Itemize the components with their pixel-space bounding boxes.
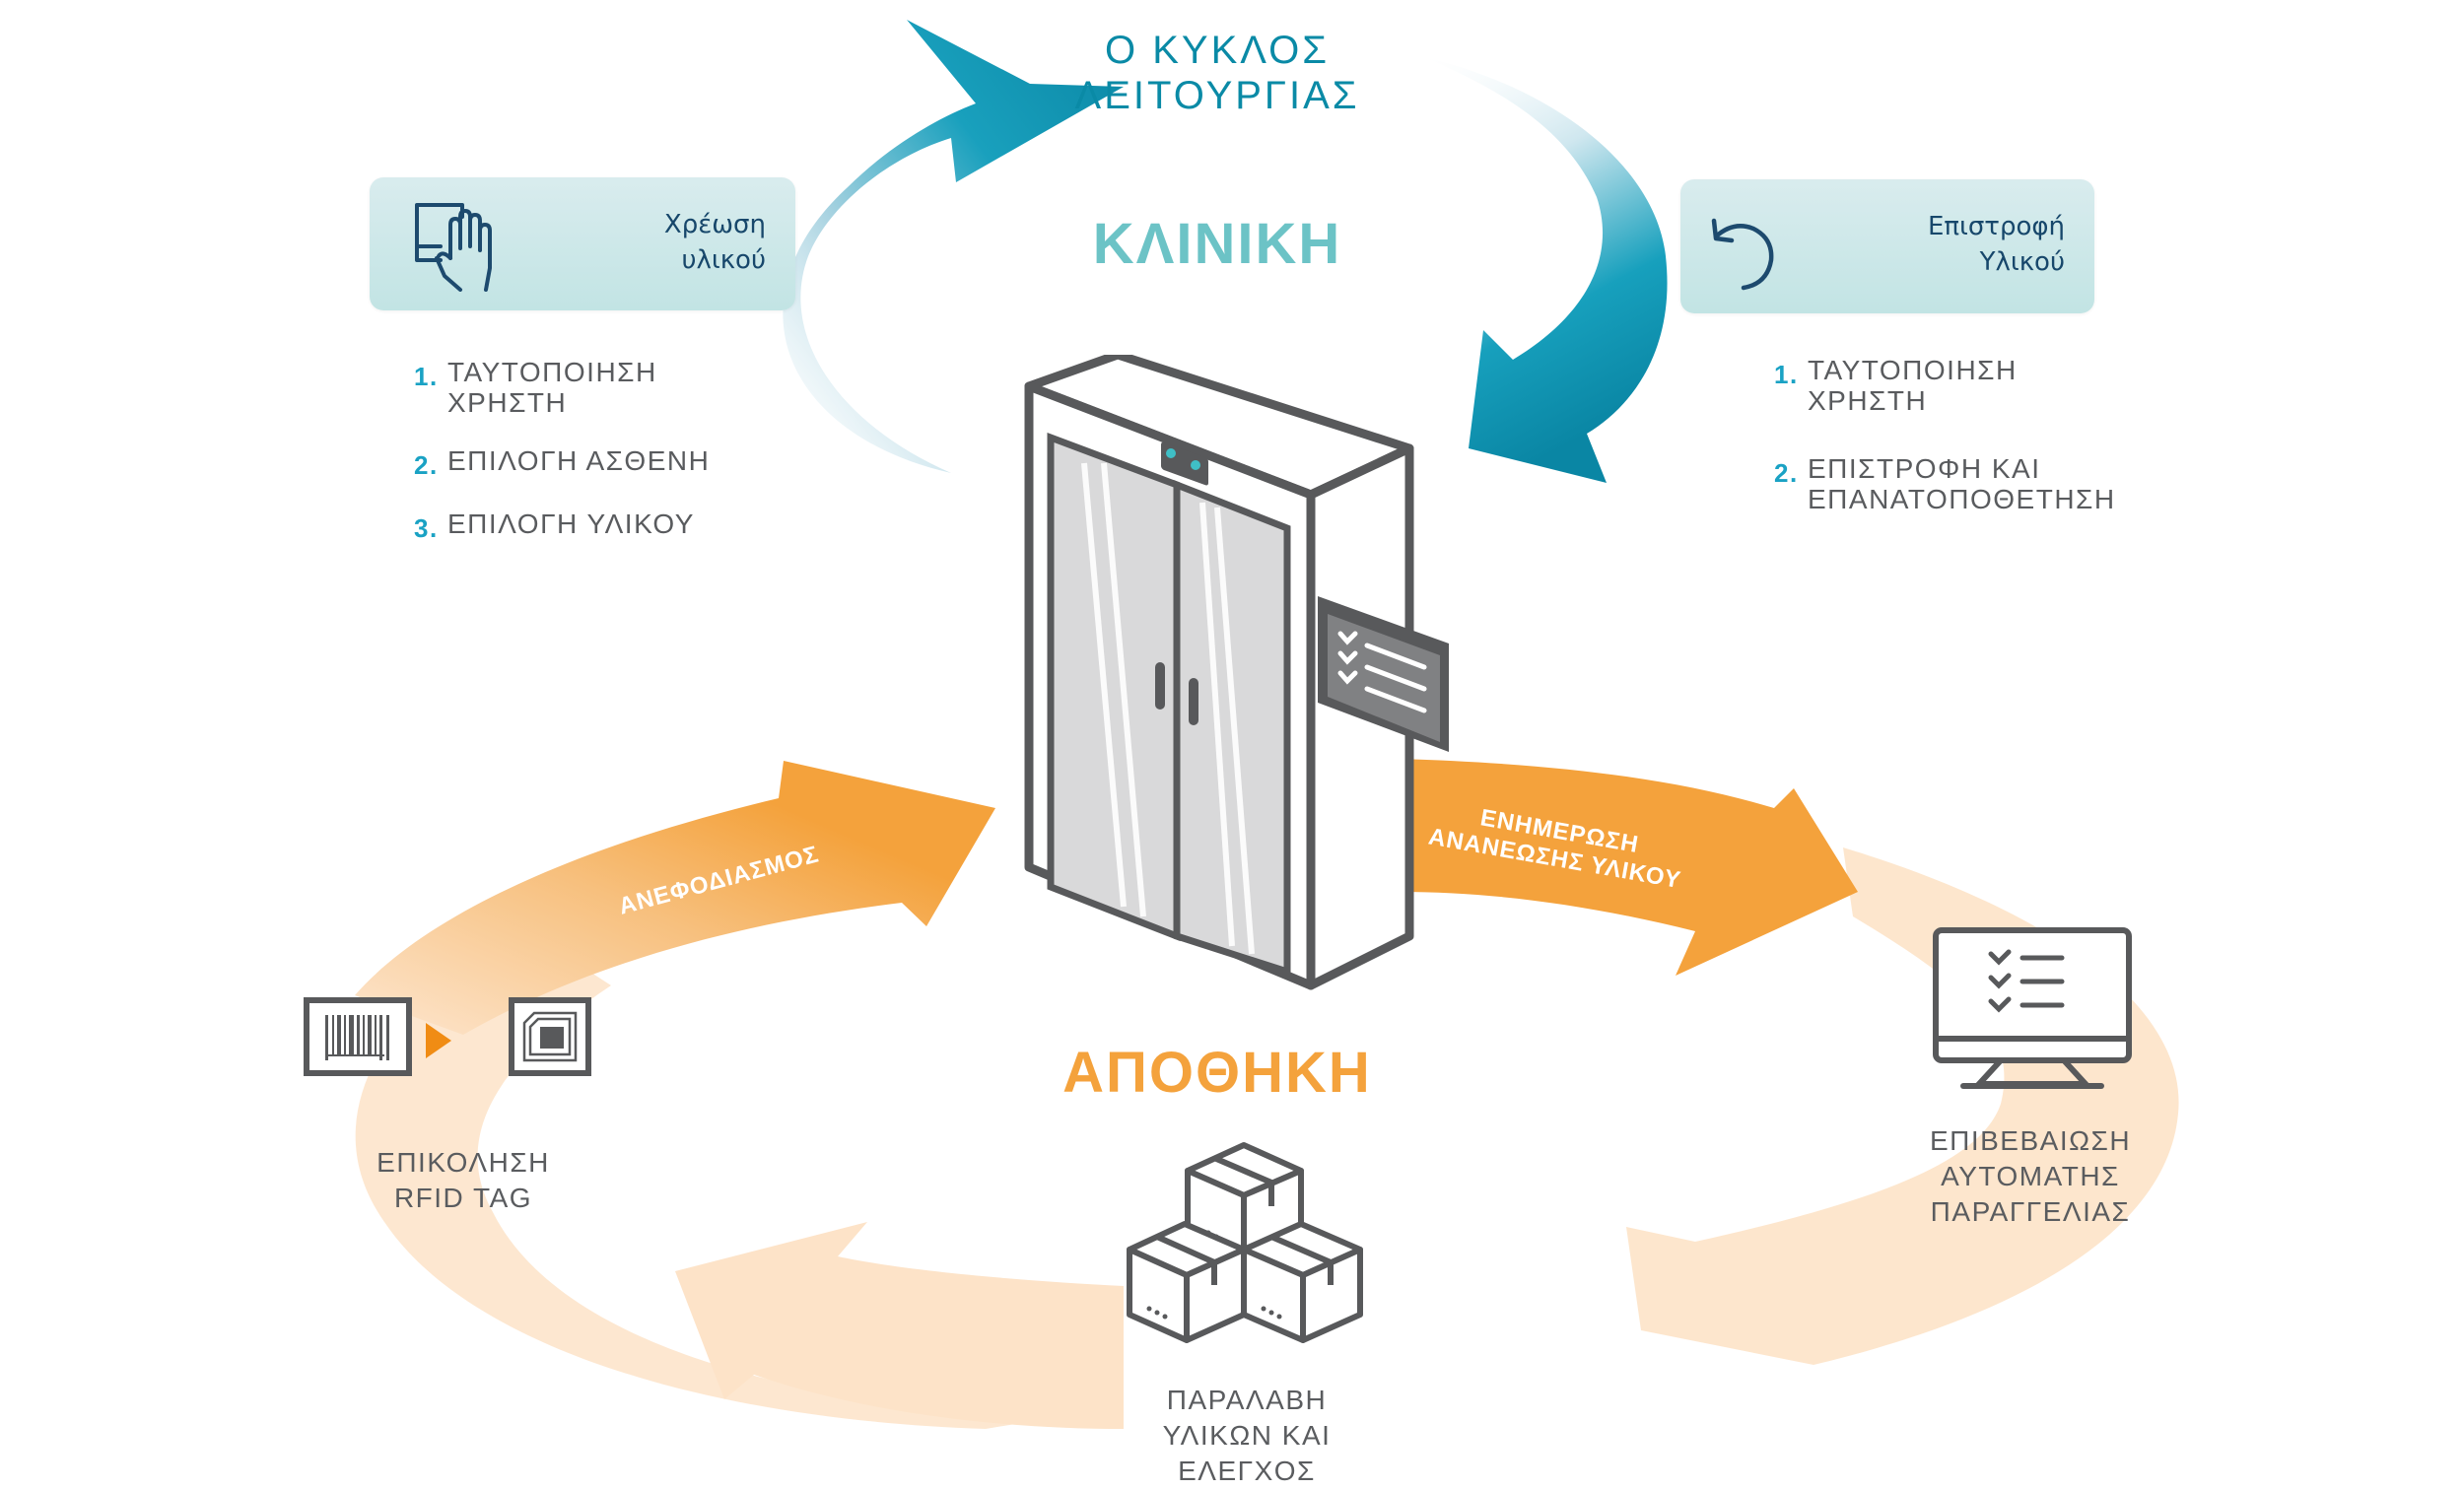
return-step: 1. ΤΑΥΤΟΠΟΙΗΣΗ ΧΡΗΣΤΗ [1774,355,2208,416]
card-return-label-line-2: Υλικού [1979,247,2065,277]
step-number: 2. [414,450,439,480]
step-number: 2. [1774,458,1799,488]
node-receive-and-check: ΠΑΡΑΛΑΒΗ ΥΛΙΚΩΝ ΚΑΙ ΕΛΕΓΧΟΣ [1084,1123,1409,1490]
node-rfid-tagging: ΕΠΙΚΟΛΗΣΗ RFID TAG [296,985,631,1232]
diagram-title: Ο ΚΥΚΛΟΣ ΛΕΙΤΟΥΡΓΙΑΣ [1015,28,1419,118]
step-text-line: ΤΑΥΤΟΠΟΙΗΣΗ [1808,355,2018,385]
step-number: 1. [414,362,439,391]
step-text-line: ΧΡΗΣΤΗ [1808,385,1928,416]
node-label-line: ΥΛΙΚΩΝ ΚΑΙ [1162,1420,1332,1451]
card-return-material: Επιστροφή Υλικού [1680,179,2094,313]
card-charge-label-line-2: υλικού [681,245,766,275]
barcode-icon [304,997,412,1076]
step-number: 1. [1774,360,1799,389]
node-confirm-auto-order: ΕΠΙΒΕΒΑΙΩΣΗ ΑΥΤΟΜΑΤΗΣ ΠΑΡΑΓΓΕΛΙΑΣ [1863,926,2198,1242]
checklist-icon [1318,596,1449,752]
smart-cabinet-icon [1024,355,1414,990]
receive-node-label: ΠΑΡΑΛΑΒΗ ΥΛΙΚΩΝ ΚΑΙ ΕΛΕΓΧΟΣ [1084,1383,1409,1489]
charge-step: 2. ΕΠΙΛΟΓΗ ΑΣΘΕΝΗ [414,445,828,481]
step-number: 3. [414,513,439,543]
node-label-line: ΑΥΤΟΜΑΤΗΣ [1941,1161,2120,1191]
teal-arrow-left [783,20,1124,473]
step-text-line: ΕΠΙΛΟΓΗ ΑΣΘΕΝΗ [447,445,711,476]
node-label-line: RFID TAG [393,1183,533,1213]
teal-arrow-right [1424,57,1668,483]
title-line-2: ΛΕΙΤΟΥΡΓΙΑΣ [1074,74,1360,117]
charge-step: 1. ΤΑΥΤΟΠΟΙΗΣΗ ΧΡΗΣΤΗ [414,357,828,418]
node-label-line: ΕΠΙΒΕΒΑΙΩΣΗ [1929,1125,2132,1156]
step-text-line: ΕΠΙΛΟΓΗ ΥΛΙΚΟΥ [447,508,695,539]
node-label-line: ΠΑΡΑΛΑΒΗ [1166,1385,1328,1415]
arrow-right-icon [426,1023,451,1058]
zone-label-warehouse: ΑΠΟΘΗΚΗ [1062,1041,1372,1105]
confirm-node-label: ΕΠΙΒΕΒΑΙΩΣΗ ΑΥΤΟΜΑΤΗΣ ΠΑΡΑΓΓΕΛΙΑΣ [1863,1123,2198,1230]
monitor-checklist-icon [1933,927,2132,1089]
node-label-line: ΕΛΕΓΧΟΣ [1178,1456,1316,1486]
step-text-line: ΤΑΥΤΟΠΟΙΗΣΗ [447,357,657,387]
rfid-tag-icon [509,997,591,1076]
step-text-line: ΕΠΑΝΑΤΟΠΟΘΕΤΗΣΗ [1808,484,2116,514]
orange-arrow-bottom-left [675,1222,1124,1429]
orange-arrow-resupply [355,761,995,1035]
step-text-line: ΕΠΙΣΤΡΟΦΗ ΚΑΙ [1808,453,2041,484]
zone-label-clinic: ΚΛΙΝΙΚΗ [1092,212,1342,276]
rfid-node-label: ΕΠΙΚΟΛΗΣΗ RFID TAG [296,1145,631,1216]
undo-arrow-icon [1711,218,1774,291]
title-line-1: Ο ΚΥΚΛΟΣ [1105,29,1330,72]
card-charge-material: Χρέωση υλικού [370,177,795,310]
card-return-label: Επιστροφή Υλικού [1928,209,2065,280]
orange-arrow-update [1400,759,1858,976]
card-return-label-line-1: Επιστροφή [1927,212,2065,241]
charge-step: 3. ΕΠΙΛΟΓΗ ΥΛΙΚΟΥ [414,508,828,544]
card-charge-label: Χρέωση υλικού [664,207,766,278]
card-charge-label-line-1: Χρέωση [663,210,766,239]
step-text-line: ΧΡΗΣΤΗ [447,387,568,418]
charge-steps-list: 1. ΤΑΥΤΟΠΟΙΗΣΗ ΧΡΗΣΤΗ 2. ΕΠΙΛΟΓΗ ΑΣΘΕΝΗ … [414,357,828,544]
node-label-line: ΠΑΡΑΓΓΕΛΙΑΣ [1930,1196,2131,1227]
boxes-icon [1127,1142,1363,1343]
tablet-hand-icon [415,203,492,292]
return-step: 2. ΕΠΙΣΤΡΟΦΗ ΚΑΙ ΕΠΑΝΑΤΟΠΟΘΕΤΗΣΗ [1774,453,2208,514]
node-label-line: ΕΠΙΚΟΛΗΣΗ [376,1147,550,1178]
return-steps-list: 1. ΤΑΥΤΟΠΟΙΗΣΗ ΧΡΗΣΤΗ 2. ΕΠΙΣΤΡΟΦΗ ΚΑΙ Ε… [1774,355,2208,514]
